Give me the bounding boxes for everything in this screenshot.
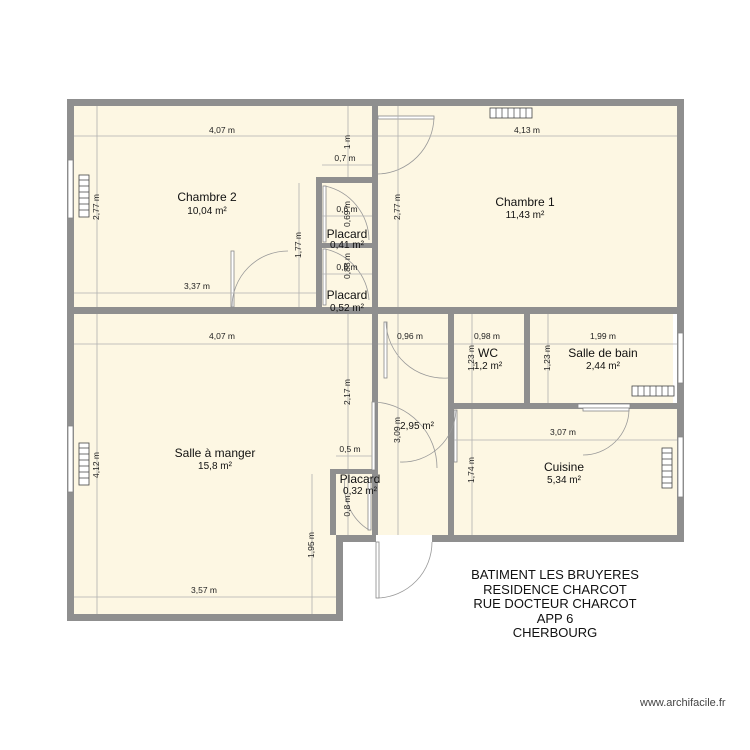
room-name: Placard: [327, 227, 368, 241]
door-couloir-cuisine: [399, 409, 458, 463]
doors: [230, 115, 630, 599]
room-cuisine[interactable]: [454, 409, 677, 535]
room-area: 2,95 m²: [400, 421, 435, 432]
address-block: BATIMENT LES BRUYERES RESIDENCE CHARCOT …: [440, 567, 670, 641]
radiator-icon: [489, 107, 533, 119]
windows: [67, 159, 684, 498]
radiator-icon: [78, 442, 90, 486]
dim-label: 1,77 m: [293, 232, 303, 258]
dim-label: 2,77 m: [91, 194, 101, 220]
room-chambre-1[interactable]: [378, 106, 677, 307]
dim-label: 4,07 m: [209, 331, 235, 341]
address-line: RESIDENCE CHARCOT: [483, 581, 627, 597]
room-salle-a-manger-bottom[interactable]: [74, 530, 336, 614]
address-line: CHERBOURG: [512, 625, 598, 640]
dimension-labels: 4,07 m 2,77 m 3,37 m 1,77 m 0,7 m 1 m 0,…: [91, 125, 616, 595]
dim-label: 0,8 m: [342, 495, 352, 516]
dim-label: 2,77 m: [392, 194, 402, 220]
room-chambre-2[interactable]: [74, 106, 372, 307]
room-area: 1,2 m²: [474, 361, 503, 372]
room-labels: Chambre 2 10,04 m² Chambre 1 11,43 m² Pl…: [175, 190, 638, 497]
room-salle-a-manger-top[interactable]: [74, 314, 372, 535]
room-name: Salle à manger: [175, 446, 256, 460]
dim-label: 1,95 m: [306, 532, 316, 558]
dim-label: 0,69 m: [342, 201, 352, 227]
dim-label: 4,07 m: [209, 125, 235, 135]
room-name: Placard: [327, 288, 368, 302]
window-icon: [67, 159, 74, 219]
room-area: 0,32 m²: [343, 486, 378, 497]
entry-door: [375, 535, 433, 599]
room-name: Cuisine: [544, 460, 584, 474]
room-area: 0,41 m²: [330, 240, 365, 251]
dim-label: 1,74 m: [466, 457, 476, 483]
dim-label: 1 m: [342, 135, 352, 149]
door-placard-3: [344, 477, 372, 531]
dim-label: 3,57 m: [191, 585, 217, 595]
dim-label: 1,23 m: [466, 345, 476, 371]
radiator-icon: [661, 447, 673, 489]
dim-label: 4,12 m: [91, 452, 101, 478]
dim-label: 3,07 m: [550, 427, 576, 437]
address-line: APP 6: [536, 610, 574, 626]
dim-label: 0,98 m: [474, 331, 500, 341]
window-icon: [677, 436, 684, 498]
window-icon: [677, 332, 684, 384]
room-wc[interactable]: [454, 314, 524, 403]
dim-label: 1,23 m: [542, 345, 552, 371]
door-cuisine: [582, 407, 630, 456]
watermark-credit: www.archifacile.fr: [640, 697, 726, 709]
walls: [67, 99, 684, 621]
dim-label: 0,96 m: [397, 331, 423, 341]
room-name: Chambre 1: [495, 195, 555, 209]
room-couloir[interactable]: [378, 314, 448, 535]
door-chambre-1: [377, 115, 435, 175]
dim-label: 0,6 m: [336, 204, 357, 214]
address-line: RUE DOCTEUR CHARCOT: [473, 596, 637, 611]
dim-label: 2,17 m: [342, 379, 352, 405]
room-area: 10,04 m²: [187, 206, 227, 217]
door-couloir-salle: [371, 401, 438, 471]
dim-label: 3,37 m: [184, 281, 210, 291]
door-placard-2: [322, 248, 370, 306]
room-name: Placard: [340, 472, 381, 486]
dim-label: 0,5 m: [339, 444, 360, 454]
room-area: 0,52 m²: [330, 303, 365, 314]
radiator-icon: [631, 385, 675, 397]
room-name: Salle de bain: [568, 346, 637, 360]
room-area: 15,8 m²: [198, 461, 233, 472]
window-icon: [577, 403, 631, 409]
radiators: [78, 107, 675, 489]
door-wc: [383, 321, 449, 379]
door-chambre-2: [230, 250, 289, 308]
dim-label: 4,13 m: [514, 125, 540, 135]
room-area: 11,43 m²: [506, 210, 545, 221]
room-name: Chambre 2: [177, 190, 237, 204]
window-icon: [67, 425, 74, 493]
room-name: WC: [478, 346, 498, 360]
dim-label: 3,09 m: [392, 417, 402, 443]
dim-label: 0,6 m: [336, 262, 357, 272]
dim-label: 0,7 m: [334, 153, 355, 163]
dim-label: 0,88 m: [342, 253, 352, 279]
room-area: 2,44 m²: [586, 361, 621, 372]
radiator-icon: [78, 174, 90, 218]
room-area: 5,34 m²: [547, 475, 582, 486]
address-line: BATIMENT LES BRUYERES: [471, 567, 639, 582]
dim-label: 1,99 m: [590, 331, 616, 341]
door-placard-1: [322, 185, 370, 243]
dimension-lines: [74, 106, 677, 614]
